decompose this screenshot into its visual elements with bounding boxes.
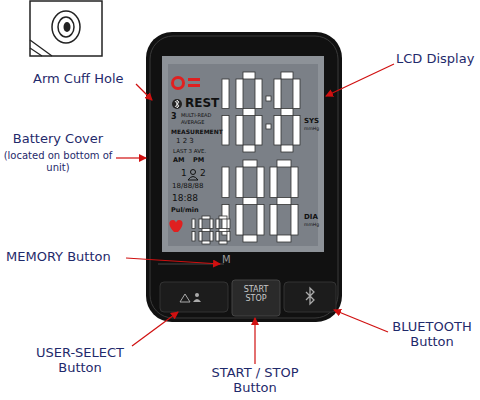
lcd-text: 3 — [171, 112, 177, 121]
lcd-text: DIA — [304, 213, 318, 221]
segment — [216, 219, 219, 229]
lcd-text: 18/88/88 — [172, 182, 203, 190]
lcd-text: 18:88 — [172, 193, 198, 203]
segment — [222, 116, 229, 146]
segment — [236, 79, 243, 109]
lcd-text: 1 — [181, 168, 187, 178]
callout-label: BLUETOOTH Button — [387, 320, 477, 350]
segment — [274, 116, 281, 146]
leader-lines — [116, 64, 394, 364]
lcd-text: AM — [173, 157, 185, 164]
segment — [281, 109, 293, 116]
segment — [255, 116, 262, 146]
segment — [293, 116, 300, 146]
segment — [210, 232, 213, 242]
callout-label: MEMORY Button — [6, 250, 111, 265]
segment — [243, 72, 255, 79]
lcd-text: AVERAGE — [181, 120, 204, 126]
segment — [202, 216, 210, 219]
button-text: M — [222, 254, 231, 266]
segment — [192, 219, 195, 229]
segment — [243, 109, 255, 116]
segment — [192, 232, 195, 242]
segment — [243, 145, 255, 152]
lcd-text: MULTI-READ — [181, 113, 211, 119]
segment — [266, 96, 271, 101]
lcd-text: mmHg — [304, 222, 319, 227]
segment — [293, 79, 300, 109]
segment — [243, 160, 257, 167]
callout-label: USER-SELECT Button — [30, 346, 130, 376]
callout-label: LCD Display — [396, 52, 474, 67]
segment — [227, 219, 230, 229]
lcd-text: MEASUREMENT — [171, 129, 223, 136]
segment — [219, 241, 227, 244]
segment — [219, 229, 227, 232]
segment — [236, 167, 243, 198]
segment — [277, 235, 291, 242]
segment — [202, 229, 210, 232]
segment — [270, 205, 277, 236]
segment — [257, 205, 264, 236]
segment — [274, 79, 281, 109]
segment — [243, 235, 257, 242]
lcd-text: REST — [185, 97, 219, 111]
lcd-text: 1 2 3 — [176, 137, 194, 145]
segment — [243, 198, 257, 205]
lcd-text: 2 — [200, 168, 206, 178]
callout-label: Battery Cover — [4, 132, 112, 147]
callout-note: (located on bottom of unit) — [2, 150, 114, 173]
segment — [266, 124, 271, 129]
segment — [270, 167, 277, 198]
segment — [216, 232, 219, 242]
lcd-text: Pul/min — [171, 207, 199, 214]
lcd-text: mmHg — [304, 126, 319, 131]
segment — [222, 79, 229, 109]
segment — [291, 167, 298, 198]
segment — [199, 232, 202, 242]
segment — [227, 232, 230, 242]
segment — [236, 116, 243, 146]
segment — [219, 216, 227, 219]
callout-label: START / STOP Button — [200, 366, 310, 396]
lcd-text: LAST 3 AVE. — [173, 148, 206, 154]
segment — [210, 219, 213, 229]
segment — [257, 167, 264, 198]
segment — [199, 219, 202, 229]
segment — [281, 145, 293, 152]
segment — [202, 241, 210, 244]
segment — [291, 205, 298, 236]
callout-label: Arm Cuff Hole — [33, 72, 124, 87]
segment — [277, 160, 291, 167]
lcd-text: PM — [193, 157, 204, 164]
segment — [277, 198, 291, 205]
cuff-hole-inset — [30, 1, 102, 56]
button-text: START STOP — [236, 285, 276, 303]
device-body — [146, 32, 342, 322]
lcd-text: SYS — [304, 117, 319, 125]
segment — [255, 79, 262, 109]
segment — [281, 72, 293, 79]
segment — [222, 167, 229, 198]
segment — [236, 205, 243, 236]
